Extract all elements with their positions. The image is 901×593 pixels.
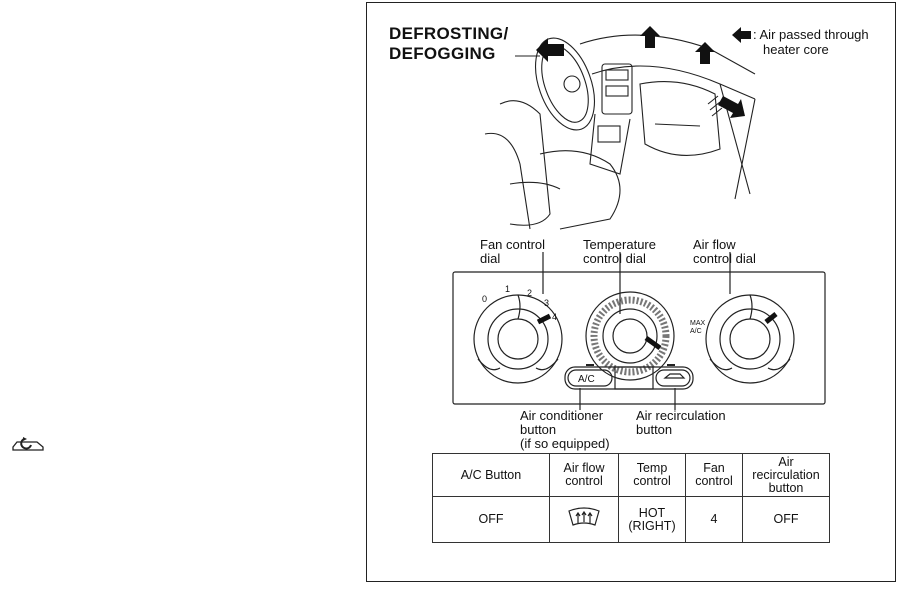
- airflow-dial-callout-line-1: Air flow: [693, 237, 736, 252]
- airflow-dial-callout-line-2: control dial: [693, 251, 756, 266]
- header-fan: Fan control: [685, 453, 743, 497]
- value-air-flow: [549, 496, 619, 543]
- recirc-button-callout: Air recirculation button: [636, 409, 726, 437]
- fan-dial-callout-line-2: dial: [480, 251, 501, 266]
- airflow-arrow-down-right-icon: [718, 96, 745, 118]
- title-line-1: DEFROSTING/: [389, 24, 509, 43]
- fan-control-dial[interactable]: [473, 294, 563, 384]
- temp-dial-callout-line-2: control dial: [583, 251, 646, 266]
- airflow-arrow-up-icon: [695, 42, 715, 64]
- airflow-dial-callout: Air flow control dial: [693, 238, 756, 266]
- settings-table: A/C Button Air flow control Temp control…: [432, 453, 830, 543]
- header-recirculation: Air recirculation button: [742, 453, 830, 497]
- control-panel: [452, 252, 826, 410]
- temp-dial-callout-line-1: Temperature: [583, 237, 656, 252]
- temp-dial-callout: Temperature control dial: [583, 238, 656, 266]
- defrost-icon: [568, 507, 600, 526]
- table-row: OFF HOT (RIGHT) 4 OFF: [432, 496, 830, 543]
- table-header-row: A/C Button Air flow control Temp control…: [432, 453, 830, 497]
- fan-tick-0: 0: [482, 294, 488, 304]
- max-ac-label: MAX A/C: [690, 320, 706, 335]
- value-ac-button: OFF: [432, 496, 550, 543]
- recirc-button-callout-line-2: button: [636, 422, 673, 437]
- header-ac-button: A/C Button: [432, 453, 550, 497]
- legend-text: : Air passed through heater core: [753, 27, 869, 57]
- temperature-control-dial[interactable]: [585, 291, 675, 381]
- ac-button-callout-line-3: (if so equipped): [520, 436, 610, 451]
- header-temp: Temp control: [618, 453, 686, 497]
- ac-button-callout-line-2: button: [520, 422, 557, 437]
- fan-dial-callout-line-1: Fan control: [480, 237, 546, 252]
- value-recirculation: OFF: [742, 496, 830, 543]
- header-air-flow: Air flow control: [549, 453, 619, 497]
- ac-button-callout-line-1: Air conditioner: [520, 408, 604, 423]
- filled-arrow-left-icon: [732, 27, 751, 43]
- legend-line-1: : Air passed through: [753, 27, 869, 42]
- fan-tick-2: 2: [527, 288, 533, 298]
- value-temp: HOT (RIGHT): [618, 496, 686, 543]
- airflow-arrow-up-icon: [640, 26, 660, 48]
- title-line-2: DEFOGGING: [389, 44, 496, 63]
- ac-button[interactable]: [567, 364, 613, 387]
- value-fan: 4: [685, 496, 743, 543]
- airflow-arrows: [536, 26, 745, 118]
- fan-tick-4: 4: [552, 312, 558, 322]
- airflow-control-dial[interactable]: [705, 294, 795, 384]
- ac-button-label: A/C: [578, 374, 595, 385]
- recirculation-button[interactable]: [655, 364, 691, 387]
- fan-dial-callout: Fan control dial: [480, 238, 545, 266]
- diagram-title: DEFROSTING/ DEFOGGING: [389, 24, 508, 64]
- ac-button-callout: Air conditioner button (if so equipped): [520, 409, 610, 451]
- airflow-arrow-left-icon: [536, 38, 564, 62]
- legend-line-2: heater core: [763, 42, 829, 57]
- recirc-button-callout-line-1: Air recirculation: [636, 408, 726, 423]
- fan-tick-1: 1: [505, 284, 511, 294]
- diagram-frame: [366, 2, 896, 582]
- fan-tick-3: 3: [544, 298, 550, 308]
- recirculation-car-icon: [12, 437, 44, 451]
